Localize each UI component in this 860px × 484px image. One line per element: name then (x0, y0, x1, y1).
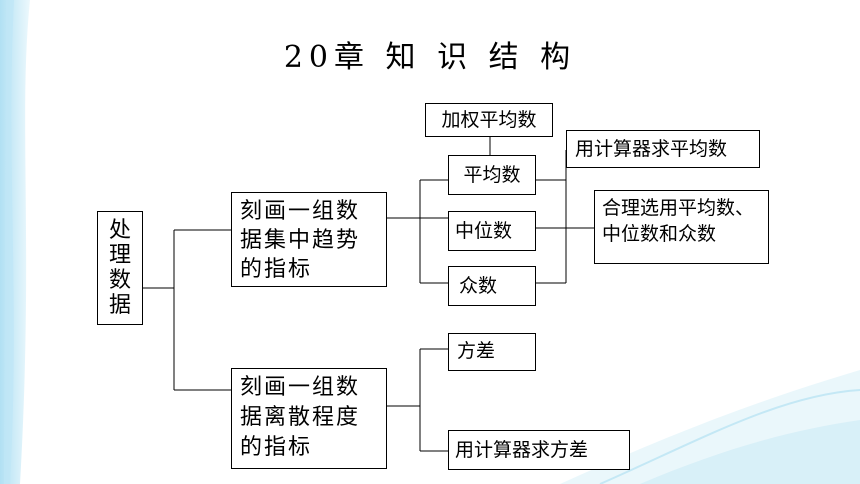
branch-dispersion: 刻画一组数 据离散程度 的指标 (231, 368, 387, 469)
branch-central-tendency: 刻画一组数 据集中趋势 的指标 (231, 192, 387, 287)
node-mode-label: 众数 (459, 275, 498, 297)
node-mean: 平均数 (448, 155, 536, 195)
branch-dispersion-line-3: 的指标 (240, 435, 313, 460)
node-choose-averages-line-1: 合理选用平均数、 (602, 197, 755, 219)
branch-central-tendency-line-2: 据集中趋势 (240, 228, 361, 253)
branch-dispersion-line-2: 据离散程度 (240, 405, 361, 430)
node-variance-label: 方差 (457, 340, 496, 362)
page-title: 20章 知 识 结 构 (283, 40, 577, 75)
node-calculator-variance-label: 用计算器求方差 (455, 439, 589, 461)
node-mean-label: 平均数 (463, 164, 521, 186)
node-calculator-mean: 用计算器求平均数 (566, 130, 760, 168)
decorative-stripe (0, 0, 30, 484)
root-node: 处理数据 (97, 211, 143, 325)
node-weighted-mean: 加权平均数 (425, 103, 553, 137)
node-choose-averages-line-2: 中位数和众数 (602, 223, 717, 245)
node-choose-averages: 合理选用平均数、 中位数和众数 (594, 190, 769, 264)
node-median-label: 中位数 (455, 220, 513, 242)
node-weighted-mean-label: 加权平均数 (441, 109, 537, 131)
node-variance: 方差 (448, 333, 536, 371)
branch-central-tendency-line-1: 刻画一组数 (240, 199, 361, 224)
branch-central-tendency-line-3: 的指标 (240, 257, 313, 282)
root-label: 处理数据 (109, 218, 132, 318)
node-median: 中位数 (448, 211, 536, 251)
branch-dispersion-line-1: 刻画一组数 (240, 375, 361, 400)
node-calculator-variance: 用计算器求方差 (448, 430, 630, 470)
node-calculator-mean-label: 用计算器求平均数 (575, 138, 728, 160)
node-mode: 众数 (448, 266, 536, 306)
